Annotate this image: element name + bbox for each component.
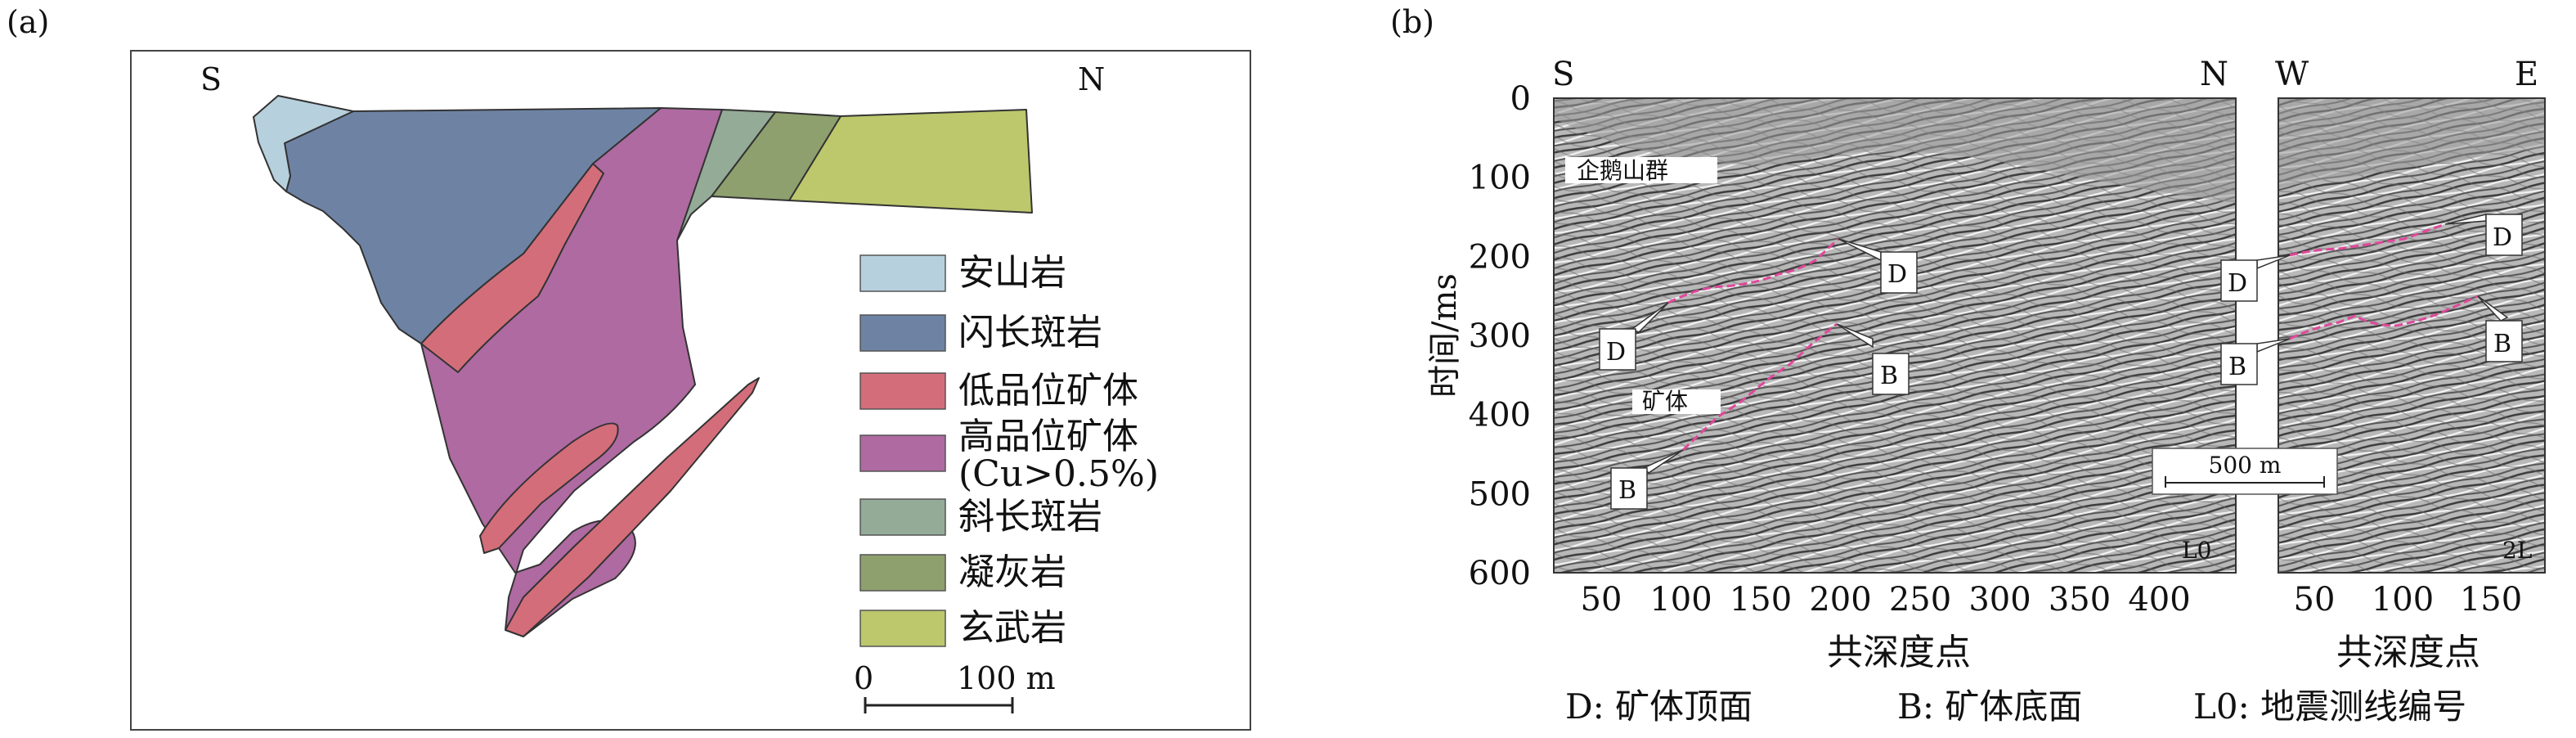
x-tick-label: 100 [1649,581,1712,619]
svg-text:0: 0 [854,660,873,696]
legend-item-andesite: 安山岩 [859,252,1066,294]
horizon-B-2L [2289,295,2479,340]
y-tick-label: 500 [1469,475,1531,513]
svg-text:低品位矿体: 低品位矿体 [958,370,1138,412]
callout-B-L0-left: B [1610,449,1684,510]
y-tick-label: 600 [1469,555,1531,592]
x-tick-label: 150 [2460,581,2522,619]
svg-text:D: D [1606,338,1626,367]
geologic-cross-section [253,95,1033,637]
callout-D-L0-left: D [1599,302,1669,371]
legend-item-low-grade-ore: 低品位矿体 [859,370,1138,412]
callout-B-2L-right: B [2477,295,2523,362]
x-tick-label: 150 [1730,581,1792,619]
svg-text:高品位矿体: 高品位矿体 [958,416,1138,457]
svg-text:斜长斑岩: 斜长斑岩 [958,496,1102,538]
svg-text:D: D [1887,260,1907,289]
callout-D-2L-left: D [2220,254,2291,302]
x-tick-label: 400 [2128,581,2190,619]
svg-text:矿体: 矿体 [1642,388,1688,415]
legend-item-tuff: 凝灰岩 [859,551,1066,593]
svg-text:500 m: 500 m [2209,452,2282,479]
label-ore-body: 矿体 [1632,388,1721,415]
svg-text:闪长斑岩: 闪长斑岩 [958,312,1102,353]
x-axis-label-L0: 共深度点 [1827,632,1971,673]
legend-item-high-grade-ore: 高品位矿体 (Cu>0.5%) [859,416,1159,495]
legend-item-basalt: 玄武岩 [859,607,1066,649]
svg-text:B: B [2493,330,2511,358]
panel-b-scale-bar: 500 m [2152,448,2338,495]
unit-low-grade-ore-lens-1 [479,422,619,554]
legend-item-diorite-porphyry: 闪长斑岩 [859,312,1102,353]
svg-text:D: D [2493,223,2512,252]
y-tick-label: 200 [1469,238,1531,276]
svg-text:B: B [2228,353,2246,381]
tag-L0: L0 [2182,537,2211,564]
callout-B-2L-left: B [2220,338,2291,385]
panel-a-scale-bar: 0 100 m [854,660,1056,713]
x-tick-label: 250 [1889,581,1951,619]
x-tick-label: 350 [2049,581,2111,619]
dir-north-L0: N [2200,56,2228,93]
svg-text:B: B [1618,476,1636,505]
panel-a-dir-north: N [1078,61,1105,97]
tag-2L: 2L [2502,537,2532,564]
x-tick-label: 300 [1968,581,2031,619]
dir-east-2L: E [2515,56,2538,93]
legend: 安山岩 闪长斑岩 低品位矿体 高品位矿体 (Cu>0.5%) 斜长斑岩 凝灰岩 … [859,252,1159,649]
unit-andesite [253,95,354,192]
note-bottom-surface: B: 矿体底面 [1897,686,2082,727]
legend-item-plagioclase-porphyry: 斜长斑岩 [859,496,1102,538]
horizon-D-L0 [1667,237,1840,304]
horizon-D-2L [2289,223,2446,257]
y-tick-label: 0 [1510,80,1531,118]
callouts: D D B B D D B [1599,214,2523,510]
dir-south-L0: S [1552,56,1574,93]
note-survey-line: L0: 地震测线编号 [2193,686,2466,727]
y-tick-label: 100 [1469,160,1531,197]
dir-west-2L: W [2275,56,2309,93]
horizons [1667,223,2479,452]
unit-diorite-porphyry [284,107,662,344]
svg-text:B: B [1880,362,1898,390]
svg-text:玄武岩: 玄武岩 [958,607,1066,649]
unit-low-grade-ore-lens-2 [505,377,760,637]
x-tick-label: 50 [1581,581,1622,619]
x-tick-label: 50 [2294,581,2336,619]
svg-text:(Cu>0.5%): (Cu>0.5%) [958,453,1159,495]
label-qie-e-shan: 企鹅山群 [1565,157,1717,184]
svg-text:凝灰岩: 凝灰岩 [958,551,1066,593]
panel-a-dir-south: S [200,61,222,97]
y-axis-label: 时间/ms [1426,273,1464,398]
x-tick-label: 100 [2372,581,2434,619]
y-tick-label: 400 [1469,397,1531,434]
callout-D-L0-right: D [1838,238,1918,294]
panel-a-label: (a) [7,4,49,40]
x-axis-label-2L: 共深度点 [2336,632,2480,673]
x-axis-ticks-2L: 50 100 150 [2294,581,2523,619]
panel-b-label: (b) [1390,4,1434,40]
y-axis-ticks: 0 100 200 300 400 500 600 [1469,80,1531,592]
y-tick-label: 300 [1469,317,1531,355]
callout-B-L0-right: B [1836,323,1910,395]
svg-text:企鹅山群: 企鹅山群 [1577,157,1668,184]
svg-text:安山岩: 安山岩 [958,252,1066,294]
x-tick-label: 200 [1809,581,1871,619]
svg-text:D: D [2228,269,2247,298]
svg-text:100 m: 100 m [957,660,1056,696]
note-top-surface: D: 矿体顶面 [1565,686,1752,727]
callout-D-2L-right: D [2444,214,2523,256]
x-axis-ticks-L0: 50 100 150 200 250 300 350 400 [1581,581,2191,619]
